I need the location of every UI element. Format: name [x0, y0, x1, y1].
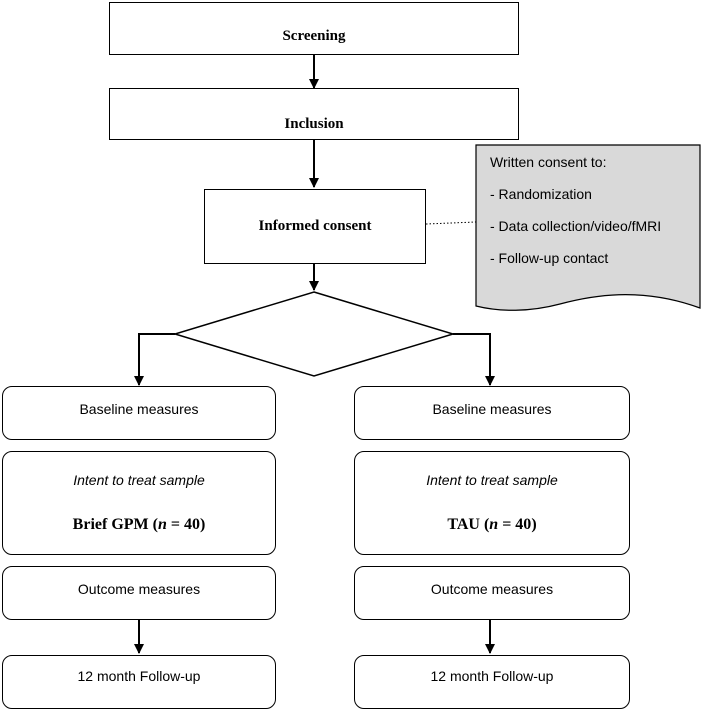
right-outcome-label: Outcome measures: [430, 581, 554, 597]
left-followup-box: 12 month Follow-up: [2, 655, 276, 709]
right-itt-box: Intent to treat sample TAU (n = 40): [354, 451, 630, 555]
consent-note-item: - Data collection/video/fMRI: [490, 218, 662, 234]
right-n-value: = 40: [498, 516, 532, 533]
right-group-name: TAU: [447, 516, 480, 533]
consent-note-text: Written consent to: - Randomization - Da…: [490, 153, 661, 281]
inclusion-box: Inclusion: [109, 88, 519, 140]
left-n-value: = 40: [166, 516, 200, 533]
dotted-link-to-consent-note: [425, 221, 477, 225]
screening-box: Screening: [109, 2, 519, 55]
right-followup-box: 12 month Follow-up: [354, 655, 630, 709]
left-n-symbol: n: [157, 516, 167, 533]
right-n-symbol: n: [489, 516, 499, 533]
left-baseline-label: Baseline measures: [79, 401, 199, 417]
screening-label: Screening: [282, 28, 346, 44]
left-baseline-box: Baseline measures: [2, 386, 276, 440]
informed-consent-label: Informed consent: [258, 218, 372, 234]
left-itt-box: Intent to treat sample Brief GPM (n = 40…: [2, 451, 276, 555]
right-baseline-box: Baseline measures: [354, 386, 630, 440]
arrow-decision-to-left-arm: [134, 333, 175, 386]
right-followup-label: 12 month Follow-up: [430, 668, 554, 684]
left-outcome-label: Outcome measures: [77, 581, 201, 597]
consent-note-item: - Follow-up contact: [490, 250, 609, 266]
consent-note-shape: [475, 144, 701, 311]
informed-consent-box: Informed consent: [204, 189, 426, 264]
right-baseline-label: Baseline measures: [432, 401, 552, 417]
left-group-label: Brief GPM (n = 40): [72, 516, 206, 533]
consent-note-heading: Written consent to:: [490, 154, 607, 170]
randomization-decision-diamond: [172, 291, 456, 377]
left-group-name: Brief GPM: [72, 516, 149, 533]
left-outcome-box: Outcome measures: [2, 566, 276, 620]
left-itt-label: Intent to treat sample: [73, 472, 205, 488]
inclusion-label: Inclusion: [284, 115, 344, 132]
right-group-label: TAU (n = 40): [447, 516, 537, 533]
right-itt-label: Intent to treat sample: [426, 472, 558, 488]
consent-note-item: - Randomization: [490, 186, 592, 202]
left-followup-label: 12 month Follow-up: [77, 668, 201, 684]
right-outcome-box: Outcome measures: [354, 566, 630, 620]
arrow-decision-to-right-arm: [453, 333, 495, 386]
